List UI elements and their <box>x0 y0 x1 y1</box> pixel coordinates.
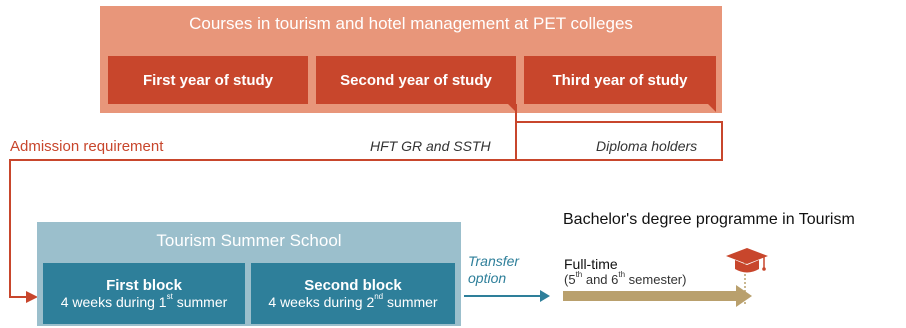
bachelor-title: Bachelor's degree programme in Tourism <box>563 211 855 228</box>
graduation-cap-icon <box>726 248 768 273</box>
second-block-duration: 4 weeks during 2nd summer <box>268 292 438 310</box>
second-year-requirement: HFT GR and SSTH <box>370 138 491 154</box>
admission-line <box>9 104 517 298</box>
first-block-box: First block 4 weeks during 1st summer <box>43 263 245 324</box>
third-year-requirement: Diploma holders <box>596 138 698 154</box>
third-year-notch <box>708 104 716 112</box>
first-year-box: First year of study <box>108 56 308 104</box>
transfer-arrow-head <box>540 290 550 302</box>
third-year-bracket <box>516 121 723 161</box>
admission-arrow-head <box>26 291 38 303</box>
second-block-box: Second block 4 weeks during 2nd summer <box>251 263 455 324</box>
third-year-box: Third year of study <box>524 56 716 104</box>
full-time-label: Full-time (5th and 6th semester) <box>564 256 687 287</box>
admission-requirement-label: Admission requirement <box>10 138 164 155</box>
bachelor-bar <box>563 291 739 301</box>
summer-school-title: Tourism Summer School <box>156 231 342 250</box>
transfer-option-label: Transfer option <box>468 253 520 286</box>
first-block-duration: 4 weeks during 1st summer <box>60 292 228 310</box>
second-block-title: Second block <box>304 277 402 294</box>
courses-title: Courses in tourism and hotel management … <box>189 14 633 33</box>
second-year-notch <box>508 104 516 112</box>
second-year-box: Second year of study <box>316 56 516 104</box>
bachelor-arrow-head <box>736 285 752 307</box>
first-block-title: First block <box>106 277 182 294</box>
